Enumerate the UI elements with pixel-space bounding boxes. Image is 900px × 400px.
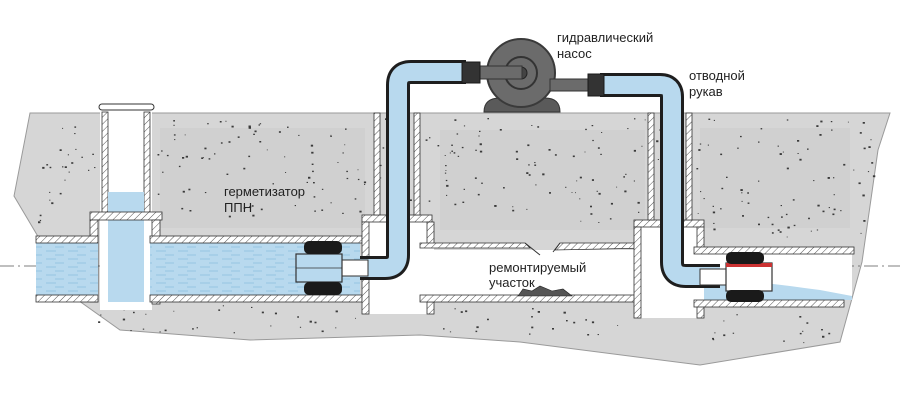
- left-pipe-sealer: [295, 241, 369, 295]
- sealer-label-line1: герметизатор: [224, 184, 305, 199]
- sealer-label-line2: ППН: [224, 200, 252, 215]
- section-label-line2: участок: [489, 275, 535, 290]
- section-label-line1: ремонтируемый: [489, 260, 586, 275]
- soil-inner-left: [160, 128, 365, 228]
- soil-inner-right: [700, 128, 850, 228]
- hose-label-line1: отводной: [689, 68, 745, 83]
- hose-label-line2: рукав: [689, 84, 723, 99]
- repaired-pipe-section: [419, 242, 649, 303]
- debris-pile: [517, 285, 573, 297]
- pump-label-line1: гидравлический: [557, 30, 653, 45]
- pump-label-line2: насос: [557, 46, 592, 61]
- soil-inner-mid: [440, 130, 645, 230]
- left-manhole: [89, 103, 163, 310]
- right-pipe-sealer: [699, 252, 773, 302]
- hydraulic-pump: [461, 38, 605, 113]
